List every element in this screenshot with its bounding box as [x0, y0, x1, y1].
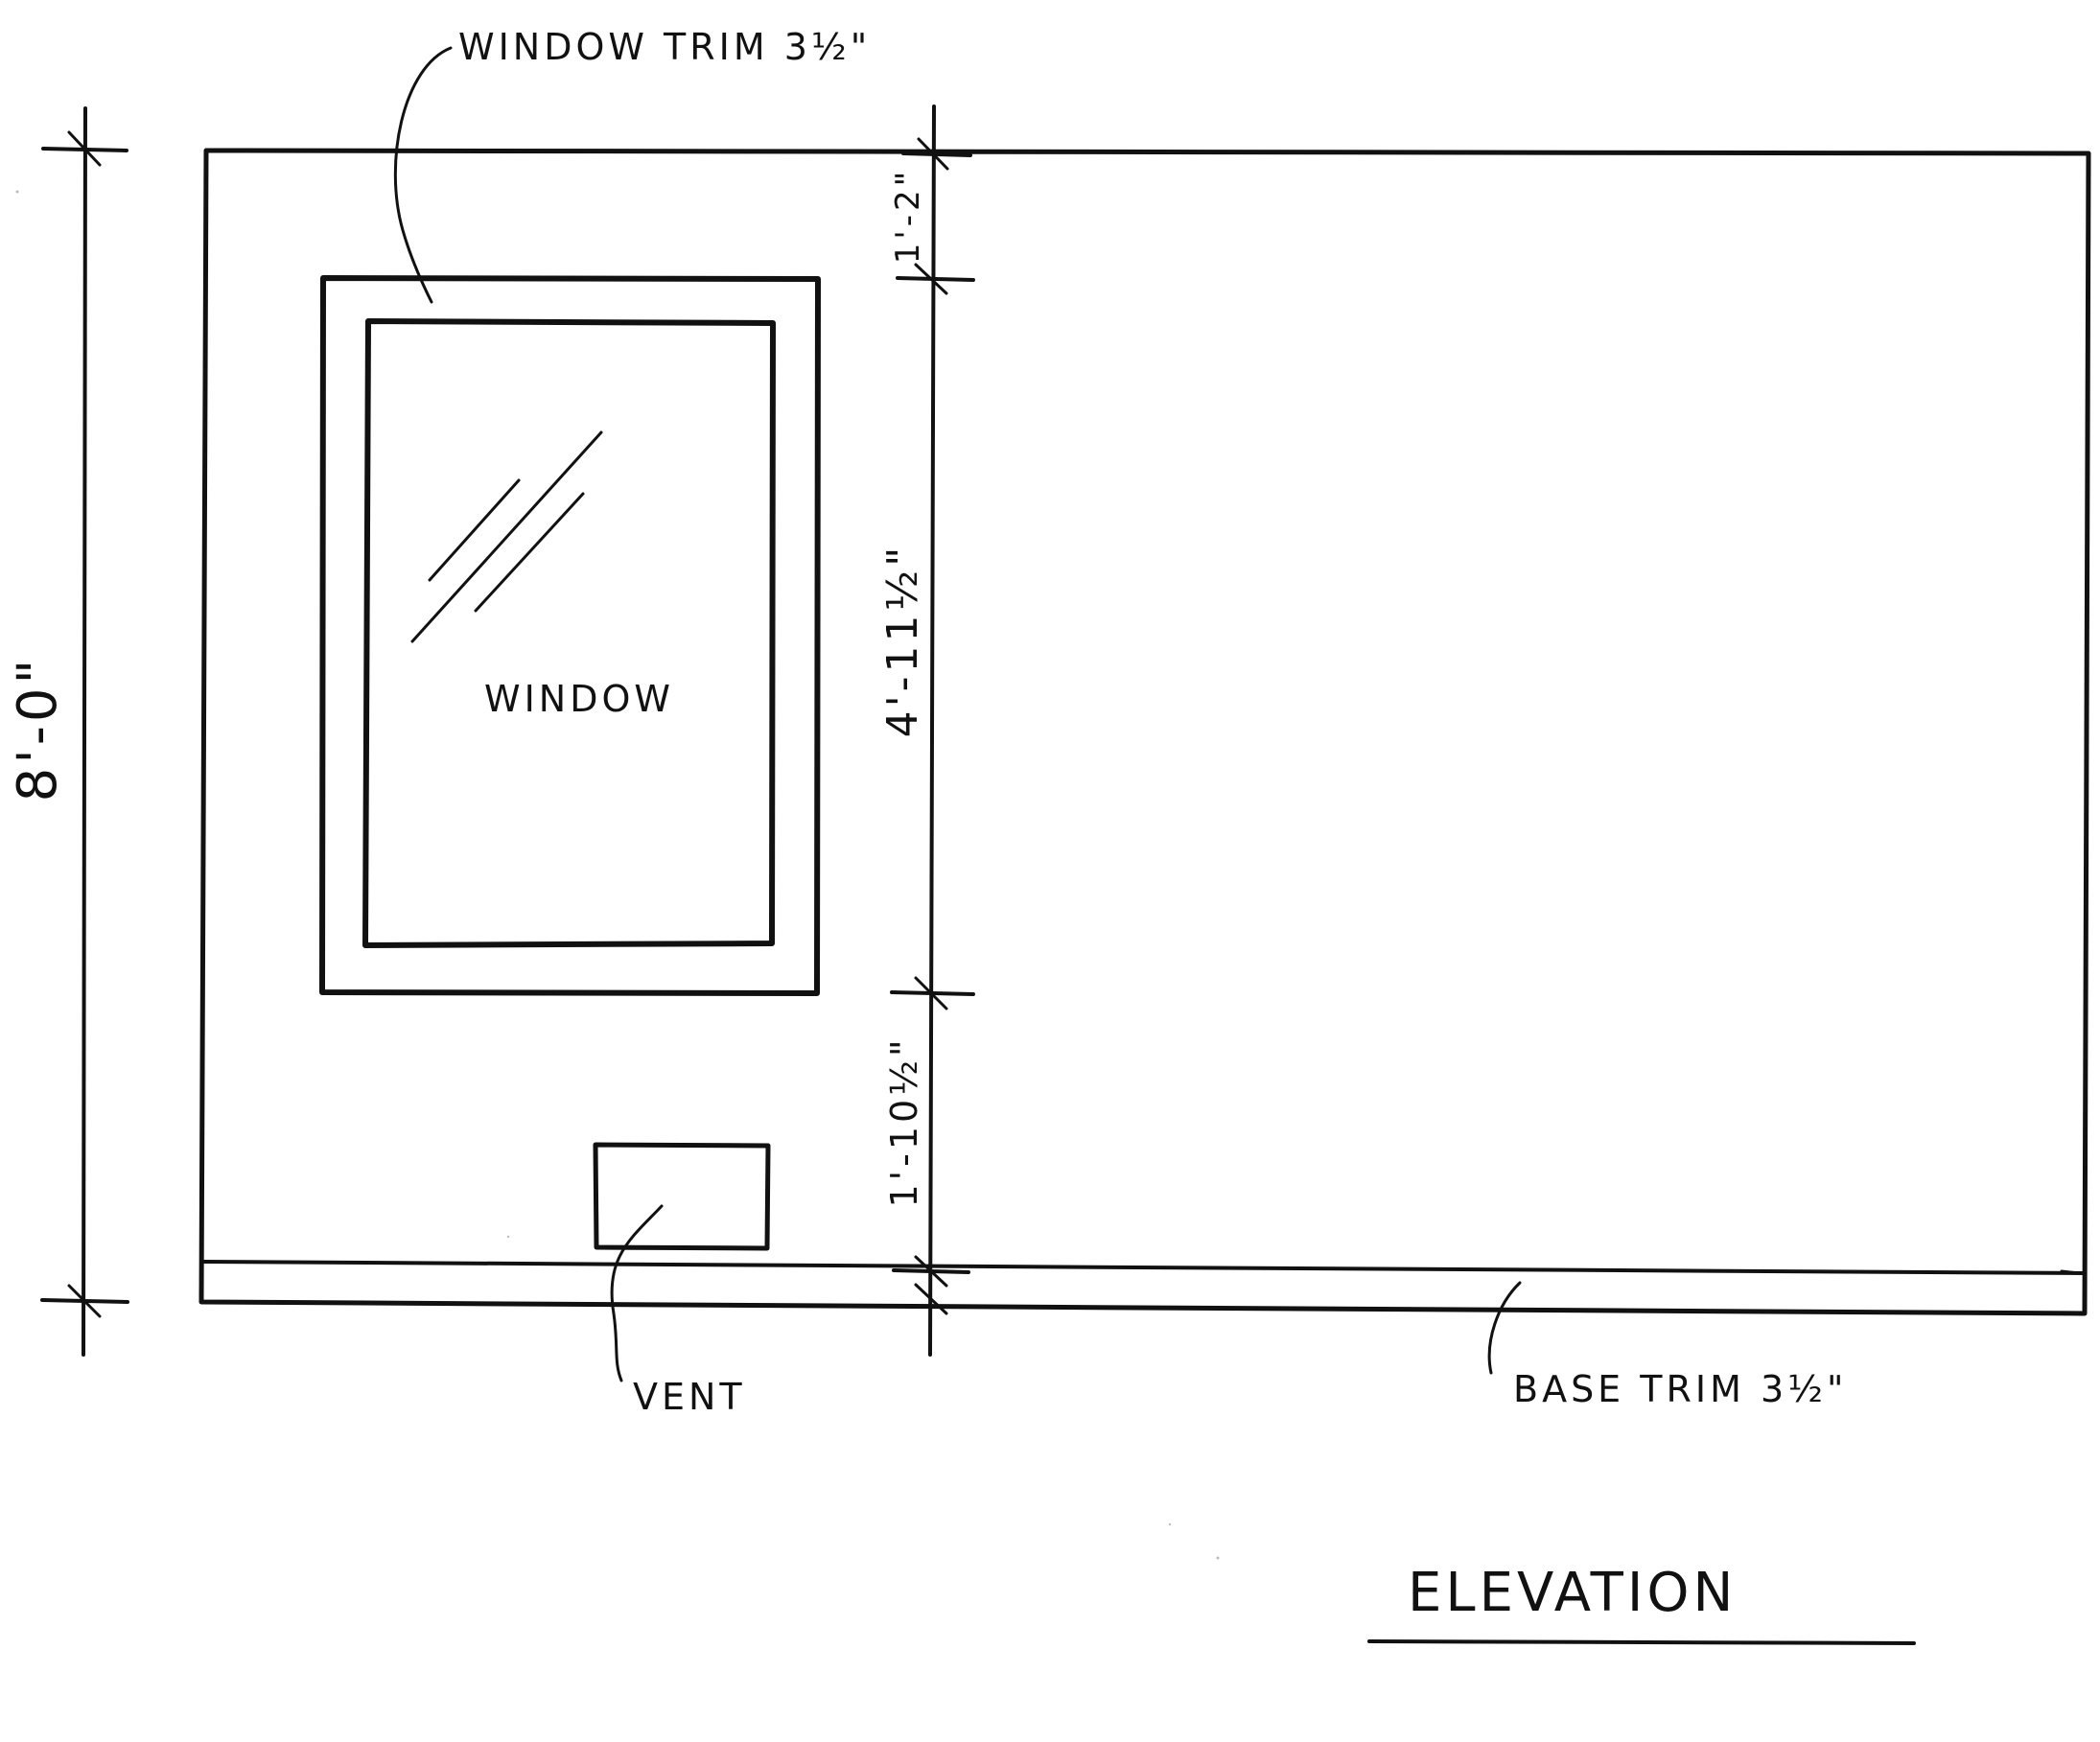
window-trim: [319, 275, 821, 996]
drawing-title: ELEVATION: [1408, 1562, 1737, 1624]
window-label: WINDOW: [484, 678, 674, 720]
window-frame: [362, 318, 776, 948]
window-position-dimension: [890, 105, 975, 1357]
base-trim: [201, 1260, 2087, 1275]
wall-outline: [198, 148, 2091, 1316]
window-height-label: 4'-11½": [878, 544, 927, 738]
window-trim-label: WINDOW TRIM 3½": [458, 26, 871, 68]
vent-label: VENT: [633, 1376, 746, 1418]
top-to-window-label: 1'-2": [889, 168, 927, 265]
base-trim-label: BASE TRIM 3½": [1513, 1368, 1847, 1410]
paper-specks: [15, 190, 1220, 1560]
glass-reflection-icon: [410, 430, 603, 643]
vent: [593, 1142, 771, 1251]
title-underline: [1367, 1639, 1916, 1645]
overall-height-label: 8'-0": [7, 656, 69, 802]
leader-lines: [393, 46, 1522, 1382]
window-to-base-label: 1'-10½": [883, 1036, 925, 1208]
overall-height-dimension: [40, 106, 129, 1357]
